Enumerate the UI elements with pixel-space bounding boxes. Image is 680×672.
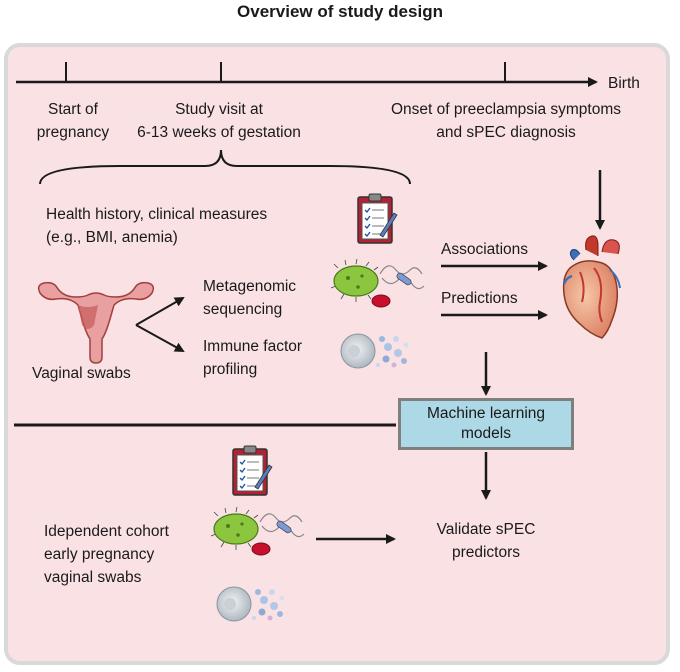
uterus-icon [37,281,155,364]
curly-brace [39,149,411,185]
validate-line2: predictors [452,544,520,561]
cohort-line2: early pregnancy [44,546,155,563]
associations-label: Associations [441,241,528,258]
bacteria-icon [330,258,425,308]
metagenomic-line2: sequencing [203,301,282,318]
ml-models-box: Machine learning models [398,398,574,450]
heart-icon [562,235,621,339]
ml-line2: models [461,425,511,442]
cohort-line1: Idependent cohort [44,523,170,540]
validate-line1: Validate sPEC [437,521,536,538]
milestone-onset-line2: and sPEC diagnosis [436,124,576,141]
arrow-to-immune [135,324,185,352]
study-design-panel [4,43,670,665]
immune-cells-icon-cohort [216,586,285,622]
immune-cells-icon [340,333,409,369]
milestone-start-line1: Start of [48,101,99,118]
arrow-to-metagenomic [135,297,185,326]
metagenomic-line1: Metagenomic [203,278,296,295]
health-line2: (e.g., BMI, anemia) [46,229,178,246]
bacteria-icon-cohort [210,506,305,556]
milestone-start-line2: pregnancy [37,124,110,141]
timeline [16,62,598,87]
ml-line1: Machine learning [426,405,546,422]
milestone-visit-line2: 6-13 weeks of gestation [137,124,301,141]
milestone-onset-line1: Onset of preeclampsia symptoms [391,101,621,118]
vaginal-swabs-label: Vaginal swabs [32,365,131,382]
figure-title: Overview of study design [237,2,443,21]
birth-label: Birth [608,75,640,92]
milestone-visit-line1: Study visit at [175,101,264,118]
clipboard-icon [357,193,398,244]
immune-line1: Immune factor [203,338,302,355]
predictions-label: Predictions [441,290,518,307]
cohort-line3: vaginal swabs [44,569,142,586]
clipboard-icon-cohort [232,445,273,496]
health-line1: Health history, clinical measures [46,206,267,223]
immune-line2: profiling [203,361,257,378]
